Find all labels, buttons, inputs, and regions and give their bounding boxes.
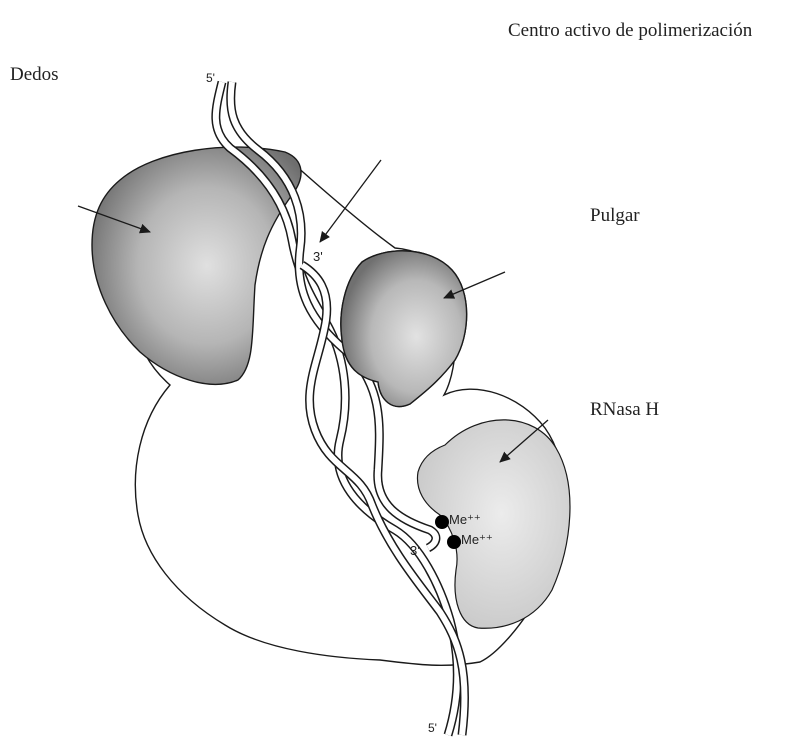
- strand-5-prime-top-label: 5': [206, 72, 215, 84]
- metal-ion-1-label: Me⁺⁺: [449, 513, 481, 526]
- strand-3-prime-top-label: 3': [313, 250, 323, 263]
- active-site-label: Centro activo de polimerización: [508, 21, 752, 40]
- strand-3-prime-bottom-label: 3': [410, 544, 420, 557]
- thumb-label: Pulgar: [590, 206, 640, 225]
- fingers-label: Dedos: [10, 65, 59, 84]
- metal-ion-1: [435, 515, 449, 529]
- metal-ion-2: [447, 535, 461, 549]
- strand-5-prime-bottom-label: 5': [428, 722, 437, 734]
- metal-ion-2-label: Me⁺⁺: [461, 533, 493, 546]
- rnase-h-label: RNasa H: [590, 400, 659, 419]
